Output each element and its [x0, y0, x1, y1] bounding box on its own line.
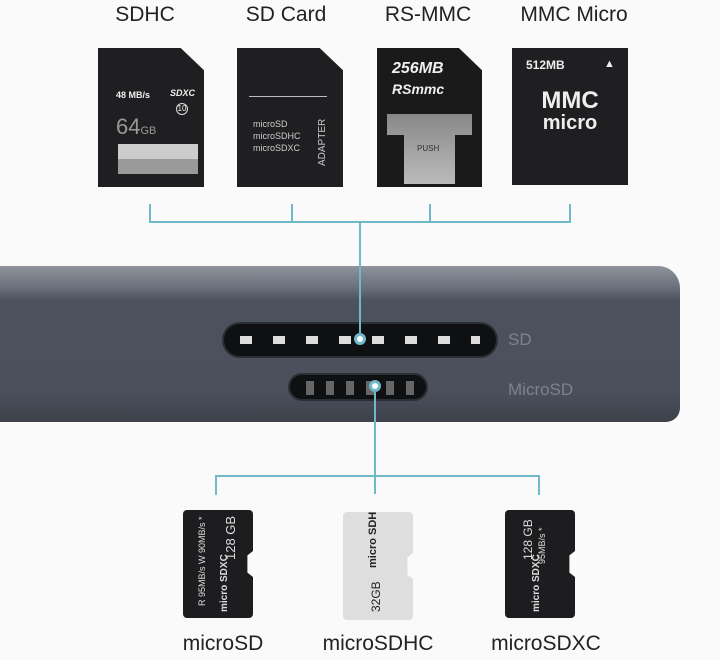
compat-microsdhc: microSDHC [253, 131, 301, 141]
microsdhc-brand: micro SDHC [367, 503, 379, 568]
sdhc-capacity-value: 64 [116, 114, 141, 139]
connector-line [215, 475, 540, 477]
mmc-capacity: 512MB [526, 58, 565, 72]
connector-line [429, 204, 431, 223]
adapter-line [249, 96, 327, 97]
connector-line [569, 204, 571, 223]
microsd-slot [288, 373, 428, 401]
microsd-card: R 95MB/s W 90MB/s * 128 GB micro SDXC [183, 510, 253, 618]
label-rs-mmc: RS-MMC [384, 3, 472, 26]
rsmmc-capacity: 256MB [392, 60, 444, 77]
adapter-compat: microSD microSDHC microSDXC [253, 118, 301, 154]
microsd-brand: micro SDXC [219, 554, 230, 612]
label-mmc-micro: MMC Micro [520, 3, 628, 26]
connector-line [374, 392, 376, 494]
mmc-logo: MMC micro [512, 87, 628, 135]
microsdxc-card: 128 GB 95MB/s * micro SDXC [505, 510, 575, 618]
rs-mmc-card: 256MB RSmmc PUSH [377, 48, 482, 187]
microsd-slot-pins [306, 381, 414, 395]
sdhc-brand: SDXC [170, 88, 196, 98]
label-microsdxc: microSDXC [491, 632, 601, 655]
label-sd-card: SD Card [245, 3, 327, 26]
microsd-slot-label: MicroSD [508, 380, 574, 399]
microsd-slot-dot [369, 380, 381, 392]
sd-slot-dot [354, 333, 366, 345]
label-sdhc: SDHC [115, 3, 175, 26]
mmc-logo-line2: micro [542, 112, 598, 134]
mmc-arrow-icon: ▲ [604, 58, 615, 70]
rsmmc-brand: RSmmc [392, 81, 445, 97]
microsdhc-capacity: 32GB [369, 581, 383, 612]
sdhc-class: 10 [176, 103, 188, 115]
sdhc-label-strip [118, 144, 198, 174]
connector-line [149, 204, 151, 223]
compat-microsd: microSD [253, 119, 288, 129]
microsd-speed: R 95MB/s W 90MB/s * [197, 516, 207, 606]
sd-adapter-card: microSD microSDHC microSDXC ADAPTER [237, 48, 343, 187]
mmc-logo-line1: MMC [541, 87, 599, 114]
compat-microsdxc: microSDXC [253, 143, 301, 153]
microsdxc-brand: micro SDXC [531, 554, 542, 612]
label-microsdhc: microSDHC [322, 632, 434, 655]
adapter-side-text: ADAPTER [317, 118, 328, 166]
sdhc-capacity: 64GB [116, 114, 156, 140]
mmc-micro-card: 512MB ▲ MMC micro [512, 48, 628, 185]
sdhc-card: 48 MB/s SDXC 10 64GB [98, 48, 204, 187]
connector-line [215, 475, 217, 495]
microsdhc-card: micro SDHC 32GB [343, 512, 413, 620]
connector-line [359, 221, 361, 333]
connector-line [538, 475, 540, 495]
label-microsd: microSD [182, 632, 264, 655]
sd-slot-label: SD [508, 330, 532, 349]
rsmmc-push: PUSH [417, 144, 440, 153]
connector-line [291, 204, 293, 223]
sdhc-unit: GB [140, 125, 157, 137]
sdhc-speed: 48 MB/s [116, 90, 151, 100]
